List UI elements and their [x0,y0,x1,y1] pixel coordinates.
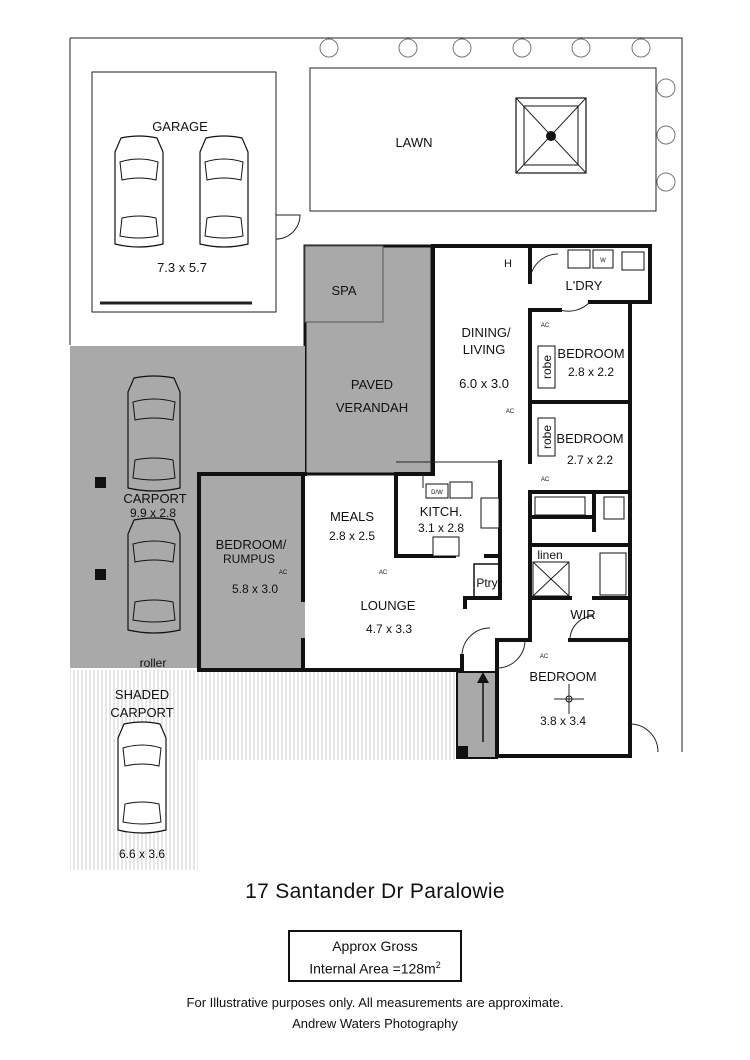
ceiling-fan-icon [554,684,584,714]
kitchen-island [432,536,460,557]
robe-label: robe [540,355,554,379]
spa-area [304,245,384,323]
linen-name: linen [537,548,562,562]
disclaimer-line1: For Illustrative purposes only. All meas… [186,995,564,1010]
post-icon [95,569,106,580]
shrub-icons [319,38,676,192]
property-address: 17 Santander Dr Paralowie [245,880,505,903]
ac-label: AC [379,570,388,576]
vanity-icon [534,496,586,516]
rumpus-name-2: RUMPUS [223,552,275,566]
robe-outline [537,345,556,389]
entry-arrow-head-icon [477,672,489,683]
car-icon [199,135,249,248]
garage-name: GARAGE [152,119,208,134]
carport-name: CARPORT [123,491,186,506]
lounge-name: LOUNGE [361,598,416,613]
lounge-size: 4.7 x 3.3 [366,622,412,636]
dining-name-2: LIVING [463,342,506,357]
laundry-name: L'DRY [566,278,603,293]
dining-size: 6.0 x 3.0 [459,376,509,391]
shaded-carport-name-2: CARPORT [110,705,173,720]
floor-plan: GARAGE 7.3 x 5.7 LAWN SPA PAVED VERANDAH… [69,37,683,870]
toilet-icon [621,251,645,271]
car-icon [127,375,181,492]
rumpus-name-1: BEDROOM/ [216,537,287,552]
sink-icon [449,481,473,499]
verandah-name-1: PAVED [351,377,393,392]
lawn-name: LAWN [395,135,432,150]
meals-size: 2.8 x 2.5 [329,529,375,543]
bedroom3-name: BEDROOM [556,431,623,446]
toilet-icon [603,496,625,520]
site-boundary [70,37,683,752]
ac-label: AC [540,654,549,660]
area-value: Internal Area =128m [309,960,436,977]
bath-icon [599,552,627,596]
bedroom2-name: BEDROOM [557,346,624,361]
master-name: BEDROOM [529,669,596,684]
robe-outline [537,417,556,457]
pantry-outline [473,563,501,599]
area-unit-sup: 2 [435,960,441,970]
area-box: Approx Gross Internal Area =128m2 [288,930,462,982]
bedroom3-size: 2.7 x 2.2 [567,453,613,467]
heater-label: H [504,258,512,270]
car-icon [117,721,167,834]
shaded-carport-size: 6.6 x 3.6 [119,847,165,861]
verandah-name-2: VERANDAH [336,400,408,415]
master-size: 3.8 x 3.4 [540,714,586,728]
ac-label: AC [541,477,550,483]
front-path-area [198,670,456,760]
area-line2: Internal Area =128m2 [290,956,460,979]
shaded-carport-name-1: SHADED [115,687,169,702]
area-line1: Approx Gross [332,938,418,954]
kitchen-name: KITCH. [420,504,463,519]
disclaimer: For Illustrative purposes only. All meas… [0,992,750,1034]
bedroom2-size: 2.8 x 2.2 [568,365,614,379]
dining-name-1: DINING/ [461,325,511,340]
garage-size: 7.3 x 5.7 [157,260,207,275]
pantry-name: Ptry [476,576,497,590]
washer-label: W [600,258,606,264]
dishwasher-label: D/W [431,490,443,496]
ac-label: AC [279,570,288,576]
carport-area [70,346,305,668]
pergola-icon [515,97,587,174]
lawn-outline [309,67,657,212]
rumpus-size: 5.8 x 3.0 [232,582,278,596]
post-icon [457,746,468,758]
garage-side-door [275,214,301,240]
wir-name: WIR [570,607,595,622]
dishwasher-icon [425,483,449,499]
car-icon [114,135,164,248]
ac-label: AC [541,323,550,329]
carport-size: 9.9 x 2.8 [130,506,176,520]
post-icon [95,477,106,488]
car-icon [127,517,181,634]
ac-label: AC [506,409,515,415]
trough-icon [567,249,591,269]
robe-label: robe [540,425,554,449]
washer-icon [592,249,614,269]
porch-area [456,671,498,759]
cooktop-icon [480,497,500,529]
spa-name: SPA [331,283,356,298]
kitchen-size: 3.1 x 2.8 [418,521,464,535]
photographer-credit: Andrew Waters Photography [292,1016,458,1031]
meals-name: MEALS [330,509,374,524]
carport-roller: roller [140,656,167,670]
